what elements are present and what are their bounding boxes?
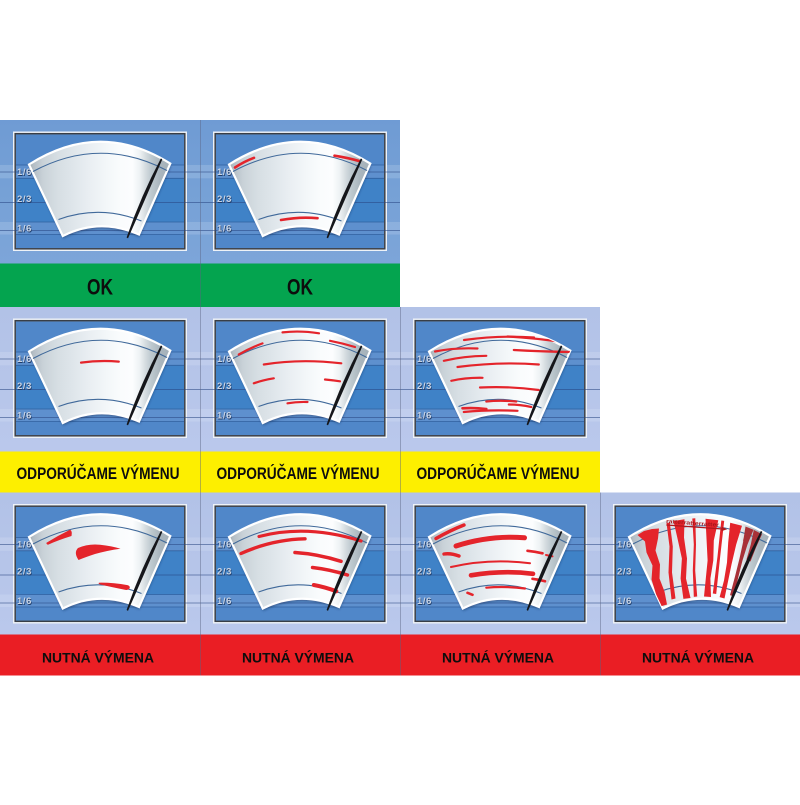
svg-text:ratterratterratter: ratterratterratter (666, 519, 720, 529)
svg-text:NUTNÁ VÝMENA: NUTNÁ VÝMENA (242, 648, 354, 665)
svg-text:OK: OK (287, 275, 313, 300)
svg-text:ODPORÚČAME VÝMENU: ODPORÚČAME VÝMENU (217, 464, 380, 483)
svg-text:NUTNÁ VÝMENA: NUTNÁ VÝMENA (442, 648, 554, 665)
svg-text:NUTNÁ VÝMENA: NUTNÁ VÝMENA (42, 648, 154, 665)
svg-text:ODPORÚČAME VÝMENU: ODPORÚČAME VÝMENU (17, 464, 180, 483)
svg-text:OK: OK (87, 275, 113, 300)
svg-text:NUTNÁ VÝMENA: NUTNÁ VÝMENA (642, 648, 754, 665)
svg-text:ODPORÚČAME VÝMENU: ODPORÚČAME VÝMENU (417, 464, 580, 483)
